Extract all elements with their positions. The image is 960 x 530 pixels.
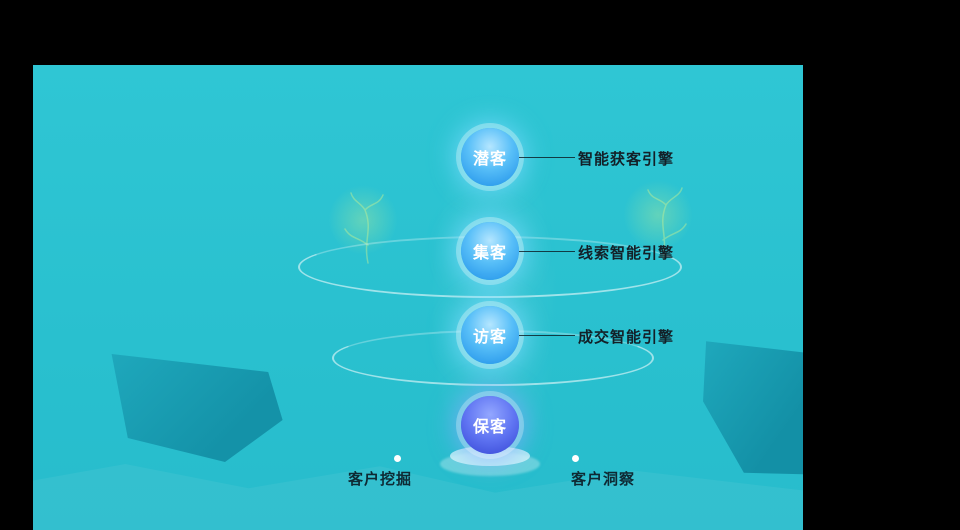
connector-line [519,251,575,252]
bullet-dot-right [572,455,579,462]
plant-glow-right [623,180,693,250]
bullet-dot-left [394,455,401,462]
engine-label-deal-intelligence: 成交智能引擎 [578,329,675,346]
plant-decoration-left [344,192,384,264]
stage-orb-leads: 集客 [461,222,519,280]
stage-orb-label: 集客 [472,245,507,262]
engine-label-acquisition: 智能获客引擎 [578,151,675,168]
footer-label-customer-insight: 客户洞察 [571,471,636,488]
stage-orb-label: 保客 [472,419,507,436]
footer-label-customer-mining: 客户挖掘 [348,471,413,488]
stage-orb-visitors: 访客 [461,306,519,364]
rock-right-decoration [703,341,803,475]
stage-orb-label: 访客 [472,329,507,346]
stage-orb-prospects: 潜客 [461,128,519,186]
pedestal-disc-top [450,446,530,466]
connector-line [519,335,575,336]
connector-line [519,157,575,158]
rock-left-decoration [111,354,283,462]
stage-orb-retention: 保客 [461,396,519,454]
plant-decoration-right [647,187,687,259]
engine-label-lead-intelligence: 线索智能引擎 [578,245,675,262]
stage-orb-label: 潜客 [472,151,507,168]
teal-panel: 潜客 智能获客引擎 集客 线索智能引擎 访客 成交智能引擎 保客 客户挖掘 客户… [33,65,803,530]
